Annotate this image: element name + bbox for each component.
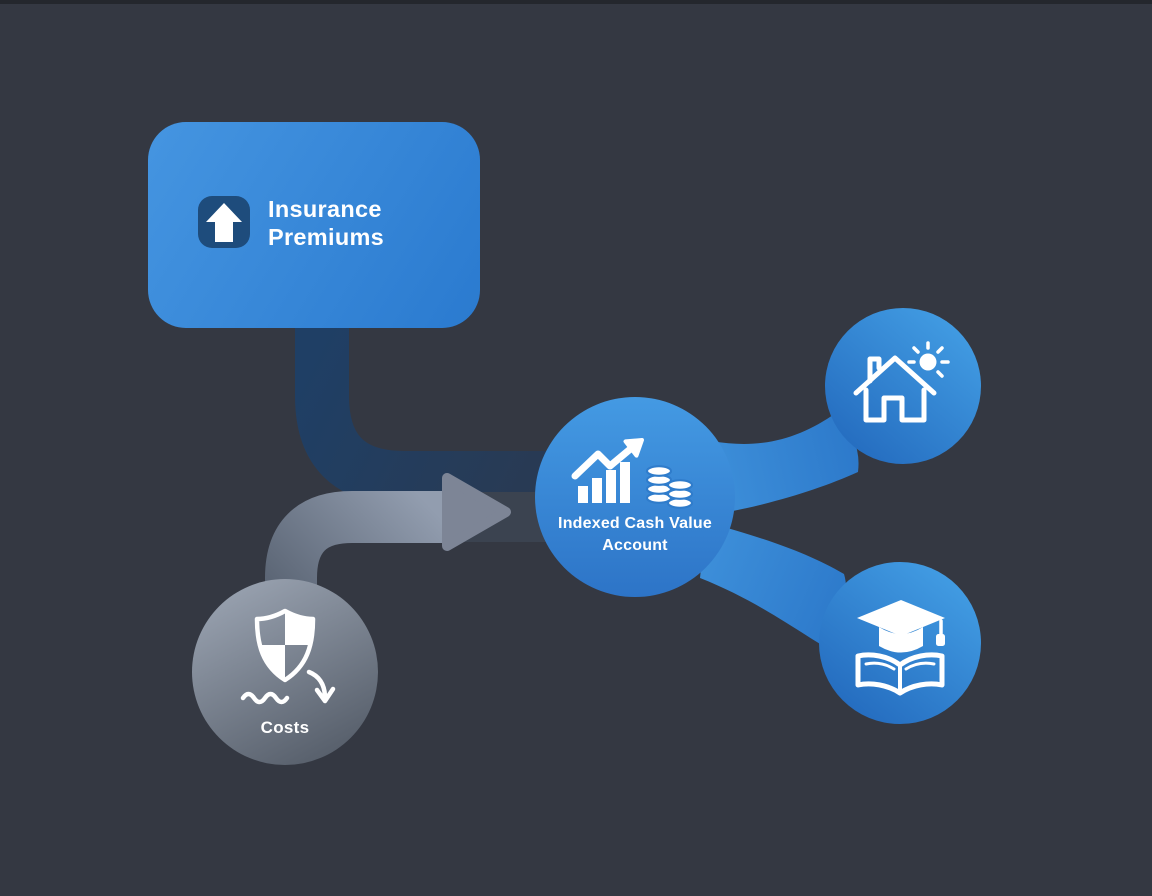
tassel [936, 634, 945, 646]
chart-bar [620, 462, 630, 503]
mortarboard [857, 600, 945, 636]
costs-label: Costs [261, 718, 310, 737]
chart-bar [592, 478, 602, 503]
premiums-label-line2: Premiums [268, 224, 384, 250]
node-costs: Costs [192, 579, 378, 765]
cap-band [879, 627, 923, 653]
insurance-premiums-box [148, 122, 480, 328]
shield-icon [254, 608, 316, 683]
trend-line [571, 442, 638, 480]
node-home-goal [825, 308, 981, 464]
house-sun-icon [853, 341, 950, 423]
chart-bar [578, 486, 588, 503]
flow-arrowhead-icon [442, 473, 511, 551]
account-circle [535, 397, 735, 597]
graduation-cap-book-icon [855, 600, 945, 696]
chart-bar [606, 470, 616, 503]
arrow-up-icon [206, 203, 242, 242]
account-label-line2: Account [602, 537, 668, 554]
home-circle [825, 308, 981, 464]
sun-icon [907, 341, 950, 378]
node-insurance-premiums: Insurance Premiums [148, 122, 480, 328]
book-pages [864, 661, 936, 671]
house-walls-door [863, 387, 927, 423]
trend-arrowhead-icon [623, 438, 644, 458]
connector-to-home [706, 413, 859, 516]
account-label-line1: Indexed Cash Value [558, 515, 712, 532]
premiums-flow-connector [295, 312, 612, 505]
curved-arrow-down-icon [306, 669, 336, 704]
house-chimney [867, 356, 882, 384]
connector-to-education [700, 522, 847, 650]
top-edge-strip [0, 0, 1152, 4]
growth-chart-coins-icon [571, 438, 694, 509]
costs-flow-connector [265, 491, 444, 655]
wave-icon [240, 691, 290, 705]
premiums-label-line1: Insurance [268, 196, 382, 222]
coins-icon [645, 465, 694, 509]
node-education-goal [819, 562, 981, 724]
node-indexed-cash-value-account: Indexed Cash Value Account [535, 397, 735, 597]
